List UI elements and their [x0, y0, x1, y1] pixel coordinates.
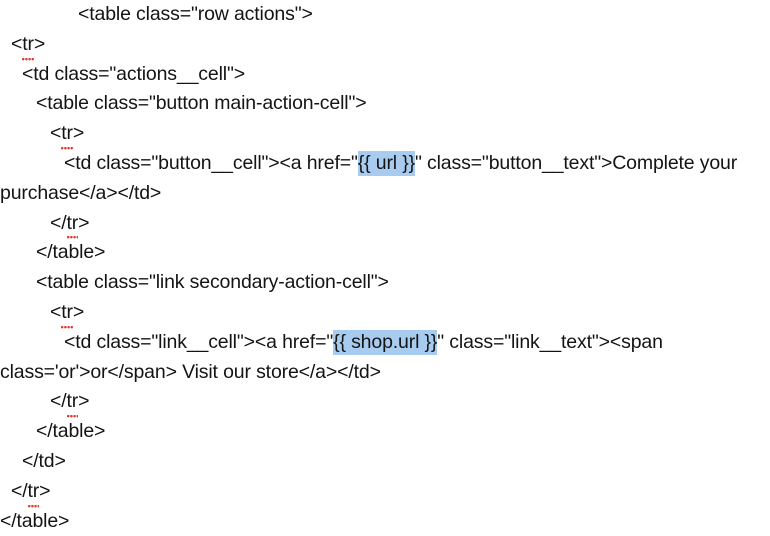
code-text: </	[50, 390, 67, 413]
code-line[interactable]: </tr>	[0, 477, 770, 508]
selected-liquid-expression[interactable]: {{ shop.url }}	[333, 329, 438, 355]
code-line[interactable]: <table class="link secondary-action-cell…	[0, 268, 770, 298]
code-text: purchase</a></td>	[0, 181, 162, 204]
code-line-wrapped[interactable]: class='or'>or</span> Visit our store</a>…	[0, 358, 770, 388]
code-text: >	[33, 32, 46, 55]
code-text: <	[50, 122, 62, 145]
code-text: </	[11, 479, 28, 502]
spellcheck-flagged-token[interactable]: tr	[27, 477, 39, 508]
code-text: class='or'>or</span> Visit our store</a>…	[0, 360, 381, 383]
code-text: <td class="button__cell"><a href="	[64, 151, 358, 174]
spellcheck-flagged-token[interactable]: tr	[66, 387, 78, 418]
code-line[interactable]: </table>	[0, 417, 770, 447]
code-text: >	[39, 479, 51, 502]
code-text: >	[78, 211, 90, 234]
code-line-wrapped[interactable]: purchase</a></td>	[0, 179, 770, 209]
spellcheck-flagged-token[interactable]: tr	[61, 298, 73, 329]
code-text: <table class="link secondary-action-cell…	[36, 271, 389, 294]
code-line[interactable]: <td class="button__cell"><a href="{{ url…	[0, 149, 770, 179]
code-text: >	[72, 122, 85, 145]
code-line[interactable]: <table class="row actions">	[0, 0, 770, 30]
code-text: <	[11, 32, 23, 55]
code-line[interactable]: <table class="button main-action-cell">	[0, 89, 770, 119]
code-text: <td class="actions__cell">	[22, 62, 245, 85]
code-line[interactable]: </tr>	[0, 387, 770, 418]
code-text: <td class="link__cell"><a href="	[64, 330, 334, 353]
spellcheck-flagged-token[interactable]: tr	[22, 30, 34, 61]
code-text: " class="link__text"><span	[437, 330, 663, 353]
code-text: <table class="row actions">	[78, 3, 313, 25]
code-line[interactable]: </table>	[0, 238, 770, 268]
code-text: <table class="button main-action-cell">	[36, 92, 367, 115]
code-text: </table>	[36, 420, 106, 443]
spellcheck-flagged-token[interactable]: tr	[66, 209, 78, 240]
code-text: " class="button__text">Complete your	[414, 151, 738, 174]
code-line[interactable]: <tr>	[0, 30, 770, 61]
code-line[interactable]: <tr>	[0, 119, 770, 150]
code-text: </	[50, 211, 67, 234]
code-text: >	[72, 300, 85, 323]
code-line[interactable]: <td class="link__cell"><a href="{{ shop.…	[0, 328, 770, 358]
code-line[interactable]: </td>	[0, 447, 770, 477]
code-line[interactable]: <td class="actions__cell">	[0, 60, 770, 90]
code-text: </td>	[22, 449, 66, 472]
code-text: >	[78, 390, 90, 413]
code-text: </table>	[36, 241, 106, 264]
code-line[interactable]: </tr>	[0, 209, 770, 240]
spellcheck-flagged-token[interactable]: tr	[61, 119, 73, 150]
selected-liquid-expression[interactable]: {{ url }}	[357, 150, 415, 176]
code-line[interactable]: </table>	[0, 507, 770, 536]
code-line[interactable]: <tr>	[0, 298, 770, 329]
code-text: <	[50, 300, 62, 323]
code-text: </table>	[0, 509, 70, 532]
